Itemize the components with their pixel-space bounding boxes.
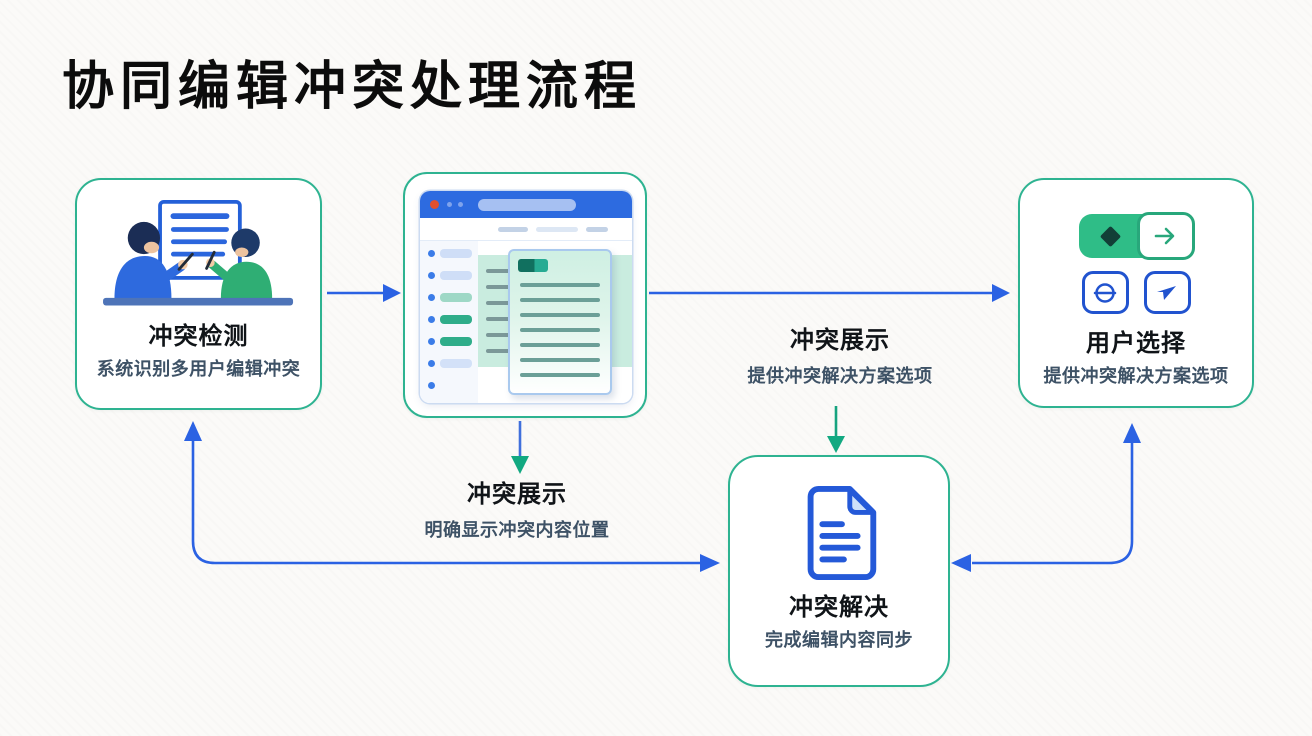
- node-conflict-detection: 冲突检测 系统识别多用户编辑冲突: [75, 178, 322, 410]
- node-title: 冲突解决: [789, 594, 889, 621]
- send-arrow-icon: [1157, 285, 1176, 300]
- toolbar-item: [498, 226, 528, 232]
- page-title: 协同编辑冲突处理流程: [62, 58, 643, 116]
- window-dot-icon: [458, 202, 463, 207]
- node-subtitle: 完成编辑内容同步: [765, 630, 913, 650]
- option-button: [1081, 271, 1129, 314]
- arrow-preview-to-display-label: [511, 421, 529, 474]
- arrow-detection-to-preview: [327, 284, 401, 302]
- node-title: 冲突检测: [148, 323, 249, 350]
- browser-toolbar: [420, 218, 632, 241]
- label-conflict-display-bottom: 冲突展示 明确显示冲突内容位置: [388, 480, 646, 542]
- toolbar-item: [536, 226, 578, 232]
- conflict-tag: [518, 259, 548, 272]
- toolbar-item: [586, 226, 608, 232]
- label-title: 冲突展示: [790, 327, 890, 354]
- arrow-right-icon: [1154, 227, 1175, 245]
- merge-toggle-icon: [1079, 212, 1195, 260]
- conflict-document-panel: [508, 249, 612, 395]
- arrow-display-label-to-resolution: [827, 406, 845, 453]
- node-conflict-resolution: 冲突解决 完成编辑内容同步: [728, 455, 950, 687]
- window-dot-icon: [430, 200, 439, 209]
- document-icon: [807, 485, 877, 581]
- arrow-preview-to-choice: [649, 284, 1010, 302]
- window-dot-icon: [447, 202, 452, 207]
- label-conflict-display-right: 冲突展示 提供冲突解决方案选项: [706, 326, 974, 388]
- node-user-choice: 用户选择 提供冲突解决方案选项: [1018, 178, 1254, 408]
- node-conflict-preview: [403, 172, 647, 418]
- address-bar: [478, 199, 576, 211]
- browser-titlebar: [420, 191, 632, 218]
- connector-choice-to-resolution: [951, 423, 1141, 572]
- minus-circle-icon: [1093, 282, 1117, 303]
- browser-content: [420, 241, 632, 403]
- toggle-white-segment: [1137, 212, 1195, 260]
- browser-window-illustration: [420, 191, 632, 403]
- label-subtitle: 明确显示冲突内容位置: [424, 520, 610, 540]
- node-subtitle: 系统识别多用户编辑冲突: [96, 359, 301, 379]
- option-button: [1143, 271, 1191, 314]
- label-subtitle: 提供冲突解决方案选项: [747, 366, 933, 386]
- two-users-editing-illustration: [102, 200, 293, 306]
- node-title: 用户选择: [1086, 330, 1186, 357]
- node-subtitle: 提供冲突解决方案选项: [1043, 366, 1229, 386]
- label-title: 冲突展示: [467, 481, 567, 508]
- connector-resolution-to-detection: [184, 421, 720, 572]
